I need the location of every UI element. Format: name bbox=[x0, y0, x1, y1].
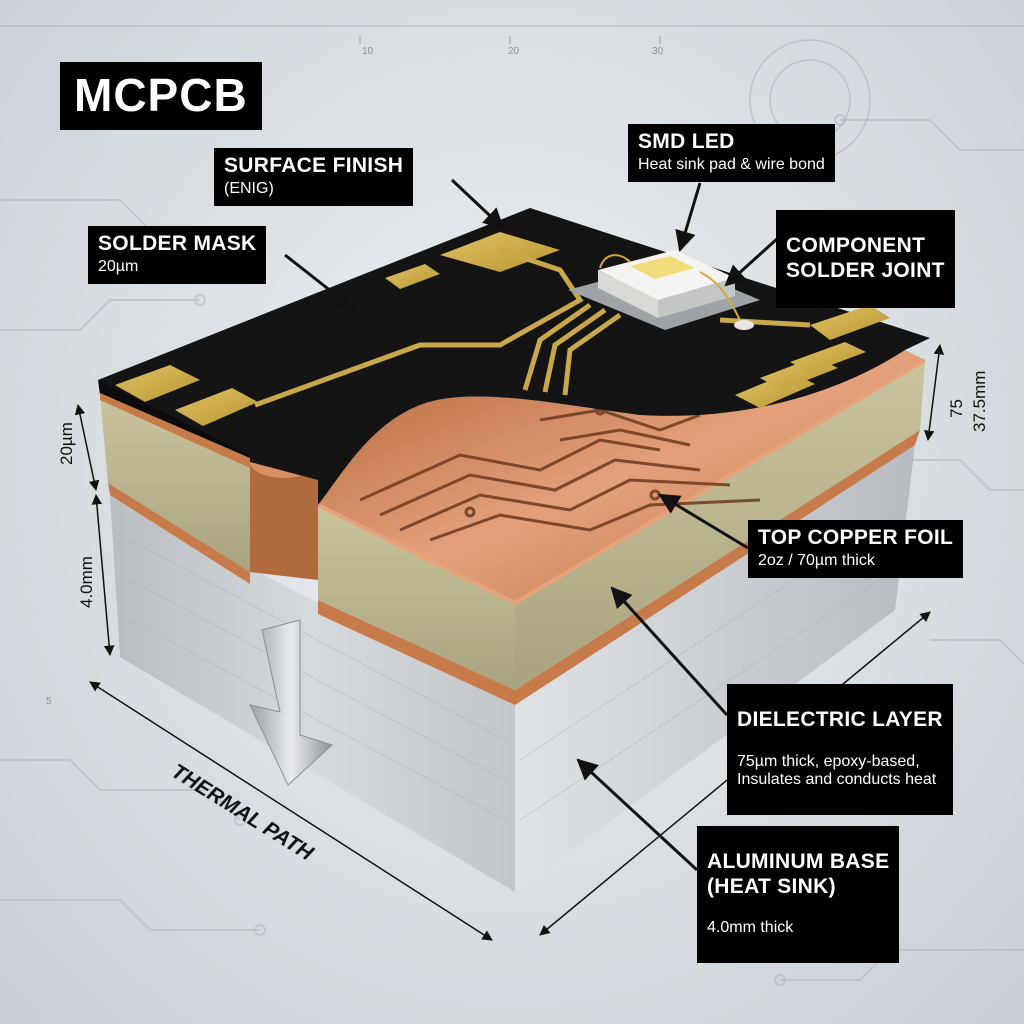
led-package-side bbox=[658, 278, 735, 318]
label-solder-mask-title: SOLDER MASK bbox=[98, 232, 257, 255]
gold-traces bbox=[254, 247, 811, 408]
led-wire-bond bbox=[599, 254, 631, 269]
dielectric-layer-front bbox=[318, 505, 515, 690]
label-smd-led-title: SMD LED bbox=[638, 130, 735, 153]
label-smd-led-sub: Heat sink pad & wire bond bbox=[638, 156, 825, 174]
label-dielectric-layer: DIELECTRIC LAYER 75µm thick, epoxy-based… bbox=[727, 684, 953, 816]
dielectric-layer-left bbox=[100, 395, 250, 572]
label-surface-finish: SURFACE FINISH (ENIG) bbox=[214, 148, 414, 206]
solder-mask-front-edge bbox=[98, 380, 250, 462]
label-component-solder-joint-title: COMPONENT SOLDER JOINT bbox=[786, 234, 945, 282]
ruler-tick-20: 20 bbox=[508, 46, 520, 57]
dim-right-75: 75 bbox=[947, 399, 966, 418]
copper-rim-left bbox=[108, 483, 250, 584]
label-component-solder-joint: COMPONENT SOLDER JOINT bbox=[776, 210, 955, 309]
led-phosphor-die bbox=[630, 256, 695, 279]
top-ruler bbox=[359, 36, 661, 44]
decorative-hud-circle bbox=[0, 25, 1024, 161]
solder-joint bbox=[734, 320, 754, 330]
label-aluminum-base-sub: 4.0mm thick bbox=[707, 919, 794, 937]
dim-left-bottom: 4.0mm bbox=[77, 556, 96, 608]
label-aluminum-base: ALUMINUM BASE (HEAT SINK) 4.0mm thick bbox=[697, 826, 900, 963]
label-dielectric-layer-title: DIELECTRIC LAYER bbox=[737, 708, 943, 732]
led-package-front bbox=[598, 270, 658, 318]
etched-circuit-traces bbox=[359, 404, 761, 542]
page-title: MCPCB bbox=[60, 62, 262, 130]
label-aluminum-base-title: ALUMINUM BASE (HEAT SINK) bbox=[707, 850, 890, 898]
copper-under-mask-edge bbox=[100, 393, 250, 468]
label-top-copper-foil-title: TOP COPPER FOIL bbox=[758, 526, 954, 549]
ruler-tick-30: 30 bbox=[652, 46, 664, 57]
copper-foil-edge bbox=[317, 358, 927, 606]
label-solder-mask: SOLDER MASK 20µm bbox=[88, 226, 267, 284]
side-tick-5: 5 bbox=[46, 696, 52, 707]
label-top-copper-foil-sub: 2oz / 70µm thick bbox=[758, 552, 875, 570]
copper-rim-front bbox=[318, 600, 515, 705]
enig-gold-pads bbox=[115, 232, 890, 426]
label-surface-finish-sub: (ENIG) bbox=[224, 180, 274, 198]
copper-foil-top-surface bbox=[318, 350, 925, 603]
label-surface-finish-title: SURFACE FINISH bbox=[224, 154, 404, 177]
label-dielectric-layer-sub: 75µm thick, epoxy-based, Insulates and c… bbox=[737, 752, 937, 789]
label-top-copper-foil: TOP COPPER FOIL 2oz / 70µm thick bbox=[748, 520, 964, 578]
label-smd-led: SMD LED Heat sink pad & wire bond bbox=[628, 124, 835, 182]
callout-arrows bbox=[284, 178, 780, 872]
ruler-tick-10: 10 bbox=[362, 46, 374, 57]
label-solder-mask-sub: 20µm bbox=[98, 258, 139, 276]
led-wire-bond-2 bbox=[699, 271, 741, 321]
dim-right-37-5mm: 37.5mm bbox=[970, 371, 989, 432]
dim-left-top: 20µm bbox=[57, 422, 76, 465]
